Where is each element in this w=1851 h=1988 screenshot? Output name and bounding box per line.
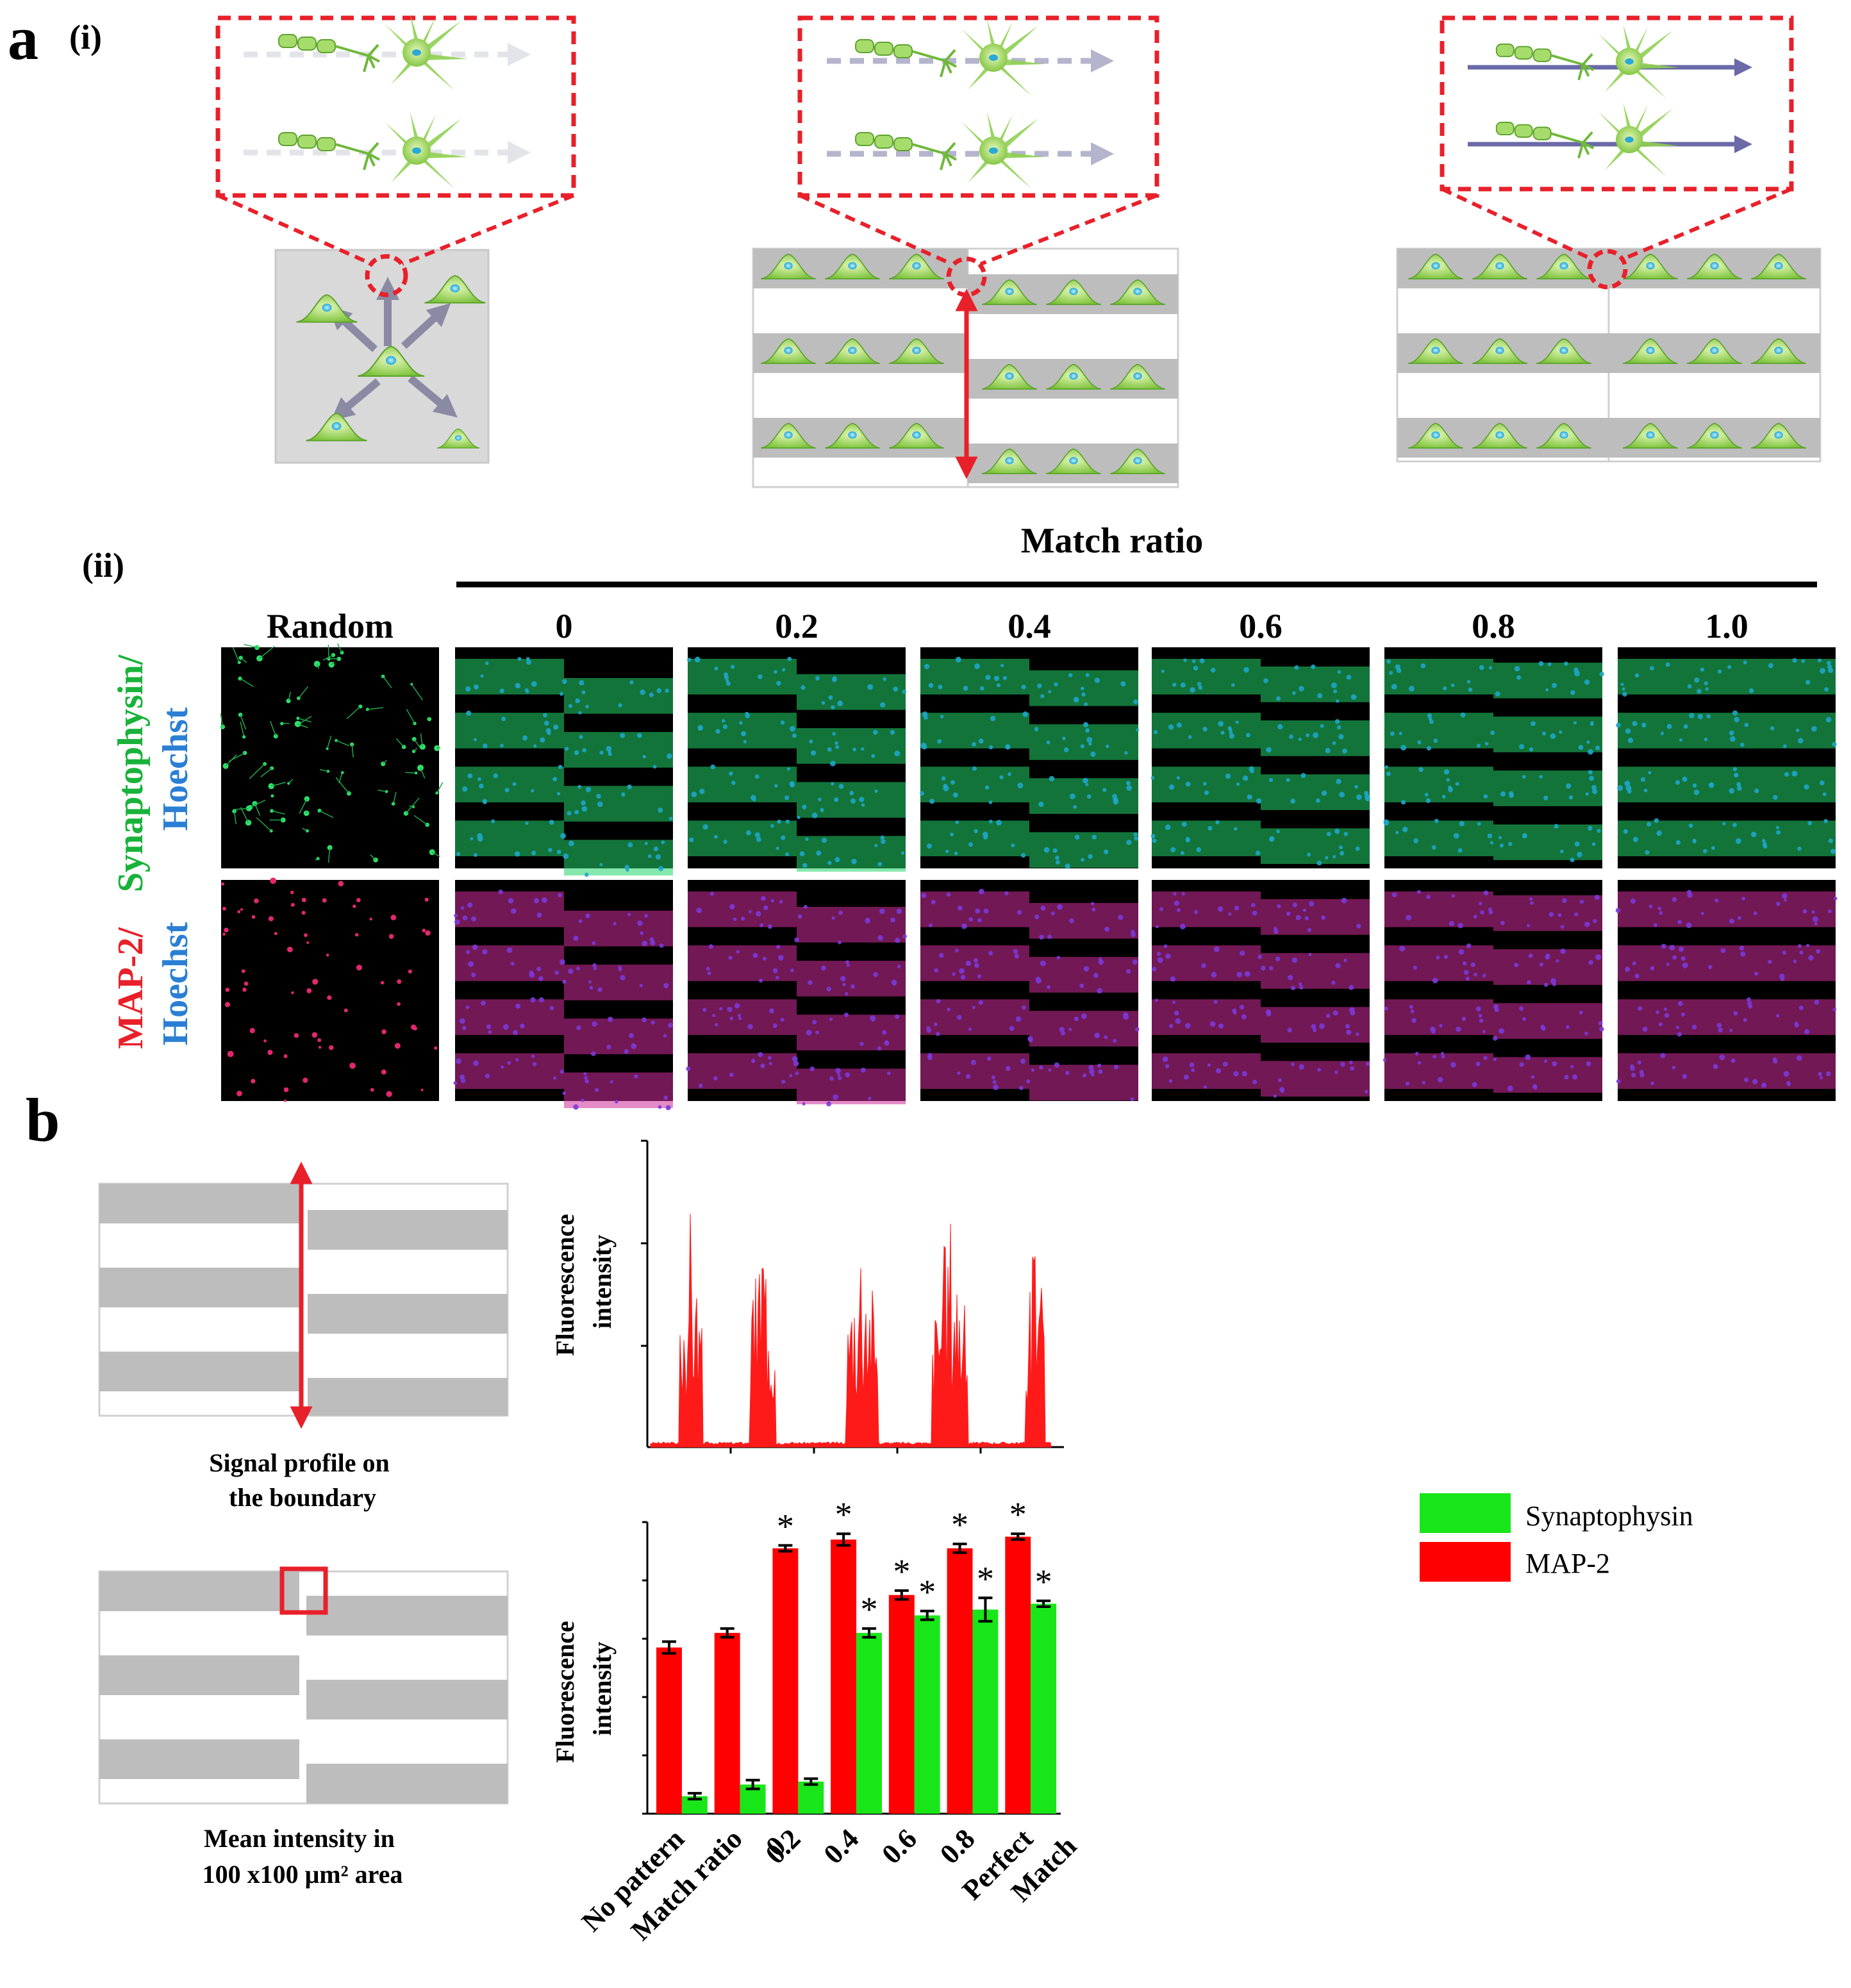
schematic-random [274, 249, 490, 464]
profile-plot [641, 1139, 1064, 1454]
area-caption: Mean intensity in 100 x100 μm² area [203, 1824, 403, 1889]
legend: Synaptophysin MAP-2 [1420, 1493, 1693, 1582]
row-label-synaptophysin: Synaptophysin/ Hoechst [111, 646, 195, 892]
bar-map2-6 [1005, 1536, 1031, 1814]
panel-a-ii-label: (ii) [82, 546, 124, 584]
bar-map2-2 [772, 1548, 799, 1814]
column-label-1: 0 [556, 607, 573, 645]
bar-x-label-3: 0.4 [818, 1823, 865, 1870]
sig-star-map2-3: * [835, 1495, 852, 1534]
micrograph-r0-c0 [220, 643, 444, 868]
column-label-6: 1.0 [1705, 607, 1748, 645]
micrograph-r1-c5 [1382, 880, 1604, 1101]
area-caption-line1: Mean intensity in [204, 1824, 395, 1853]
panel-a-letter: a [8, 4, 38, 72]
column-label-2: 0.2 [775, 607, 818, 645]
bar-syn-6 [1031, 1603, 1057, 1814]
schematic-match-1 [1396, 247, 1822, 463]
column-labels: Random 0 0.2 0.4 0.6 0.8 1.0 [267, 607, 1748, 645]
legend-label-synaptophysin: Synaptophysin [1525, 1500, 1693, 1532]
sig-star-map2-5: * [951, 1505, 968, 1544]
schematic-match-0 [752, 247, 1179, 488]
sig-star-syn-6: * [1035, 1562, 1052, 1601]
bar-map2-4 [888, 1595, 915, 1814]
micrograph-r1-c1 [453, 880, 673, 1111]
zoom-box-match-1 [1440, 15, 1794, 261]
sig-star-syn-4: * [918, 1573, 936, 1611]
micrograph-r0-c3 [919, 647, 1140, 869]
bar-x-label-5: 0.8 [934, 1823, 981, 1870]
panel-a-i-label: (i) [69, 18, 102, 56]
bar-x-label-2: 0.2 [759, 1823, 807, 1870]
micrograph-r1-c4 [1151, 880, 1370, 1101]
sig-star-syn-3: * [861, 1590, 878, 1628]
row-label-map2-line1: MAP-2/ [111, 927, 151, 1049]
profile-trace [650, 1214, 1052, 1448]
area-caption-line2: 100 x100 μm² area [203, 1860, 403, 1889]
row-label-map2: MAP-2/ Hoechst [111, 918, 195, 1049]
profile-ylabel: Fluorescence intensity [551, 1207, 617, 1355]
sig-star-map2-2: * [777, 1507, 794, 1545]
micrograph-r0-c2 [687, 647, 907, 872]
schematic-profile [98, 1161, 509, 1429]
micrograph-r1-c0 [221, 877, 439, 1102]
bar-x-label-3-line0: 0.4 [818, 1823, 865, 1870]
bar-x-label-2-line0: 0.2 [759, 1823, 807, 1870]
legend-swatch-synaptophysin [1420, 1493, 1511, 1533]
column-label-5: 0.8 [1472, 607, 1515, 645]
profile-caption: Signal profile on the boundary [209, 1448, 396, 1512]
micrograph-r1-c3 [920, 880, 1140, 1102]
zoom-box-match-0 [797, 15, 1159, 266]
schematic-area [98, 1566, 509, 1805]
bar-x-label-5-line0: 0.8 [934, 1823, 981, 1870]
bar-syn-5 [972, 1609, 999, 1814]
bar-ylabel: Fluorescence intensity [551, 1614, 617, 1762]
match-ratio-header: Match ratio [1021, 521, 1204, 561]
bar-syn-2 [798, 1781, 824, 1814]
row-label-synaptophysin-line2: Hoechst [156, 707, 195, 831]
bar-map2-1 [714, 1632, 740, 1814]
bar-map2-0 [656, 1647, 682, 1814]
micrograph-r1-c2 [686, 880, 907, 1107]
bar-x-label-6: PerfectMatch [956, 1805, 1083, 1932]
bar-ylabel-line1: Fluorescence [551, 1621, 579, 1762]
profile-caption-line2: the boundary [229, 1483, 376, 1512]
micrograph-r0-c1 [455, 647, 673, 877]
bar-map2-5 [947, 1548, 973, 1814]
column-label-0: Random [267, 607, 394, 645]
bar-x-label-4-line0: 0.6 [876, 1823, 923, 1870]
bar-x-label-4: 0.6 [876, 1823, 923, 1870]
micrograph-r0-c4 [1150, 647, 1370, 868]
profile-caption-line1: Signal profile on [209, 1448, 390, 1477]
micrograph-r0-c6 [1616, 647, 1837, 868]
zoom-box-random [215, 14, 576, 266]
micrograph-r1-c6 [1615, 880, 1838, 1101]
sig-star-syn-5: * [977, 1559, 994, 1598]
column-label-3: 0.4 [1008, 607, 1051, 645]
bar-syn-3 [856, 1632, 882, 1814]
bar-ylabel-line2: intensity [588, 1642, 617, 1736]
profile-ylabel-line1: Fluorescence [551, 1214, 579, 1355]
micrograph-r0-c5 [1383, 647, 1604, 868]
row-label-synaptophysin-line1: Synaptophysin/ [111, 654, 151, 892]
profile-ylabel-line2: intensity [588, 1235, 617, 1329]
panel-b-letter: b [26, 1086, 60, 1154]
column-label-4: 0.6 [1239, 607, 1282, 645]
legend-label-map2: MAP-2 [1525, 1548, 1610, 1579]
row-label-map2-line2: Hoechst [156, 922, 195, 1045]
legend-swatch-map2 [1420, 1542, 1511, 1582]
bar-map2-3 [831, 1539, 857, 1814]
micrograph-grid [220, 643, 1838, 1111]
sig-star-map2-6: * [1009, 1495, 1027, 1534]
sig-star-map2-4: * [893, 1552, 910, 1591]
bar-syn-4 [914, 1615, 940, 1814]
